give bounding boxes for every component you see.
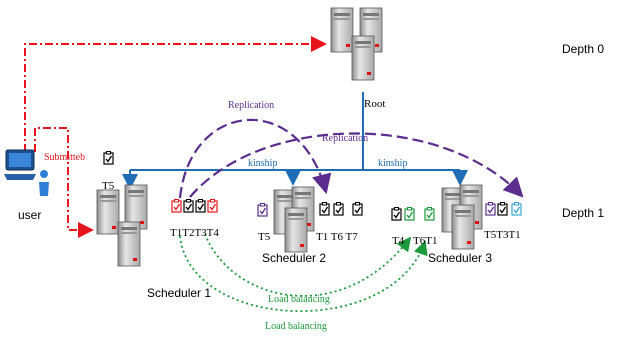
scheduler-2-task-left: T5 <box>258 231 271 243</box>
user-icon <box>4 149 49 196</box>
submit-path <box>24 36 327 238</box>
load-balancing-label-1: Load balancing <box>268 294 330 305</box>
replication-label-left: Replication <box>228 100 274 111</box>
scheduler-2-label: Scheduler 2 <box>262 251 326 265</box>
scheduler-1-task-icons <box>171 198 218 213</box>
scheduler-3-task-left: T4 <box>392 235 405 247</box>
scheduler-3-server <box>441 184 483 250</box>
scheduler-1-label: Scheduler 1 <box>147 286 211 300</box>
kinship-label-left: kinship <box>248 158 277 169</box>
scheduler-2-server <box>273 186 315 253</box>
kinship-label-right: kinship <box>378 158 407 169</box>
root-label: Root <box>364 98 385 110</box>
clipboard-icon <box>103 150 114 165</box>
depth-1-label: Depth 1 <box>562 206 604 220</box>
scheduler-3-label: Scheduler 3 <box>428 251 492 265</box>
depth-0-label: Depth 0 <box>562 42 604 56</box>
replication-links <box>178 118 524 199</box>
scheduler-2-task-icon <box>257 202 268 217</box>
scheduler-3-task-mid: T6T1 <box>413 235 437 247</box>
scheduler-2-task-right: T1 T6 T7 <box>316 231 358 243</box>
user-task-label: T5 <box>102 180 115 192</box>
scheduler-1-server <box>96 184 148 267</box>
user-label: user <box>18 208 41 222</box>
submitted-label: Submitteb <box>44 152 85 163</box>
scheduler-3-task-right: T5T3T1 <box>484 229 521 241</box>
load-balancing-links <box>179 233 428 312</box>
load-balancing-label-2: Load balancing <box>265 321 327 332</box>
replication-label-right: Replication <box>322 133 368 144</box>
scheduler-2-task-icons <box>319 201 363 216</box>
scheduler-1-tasks: T1T2T3T4 <box>170 227 219 239</box>
root-server <box>330 7 383 81</box>
